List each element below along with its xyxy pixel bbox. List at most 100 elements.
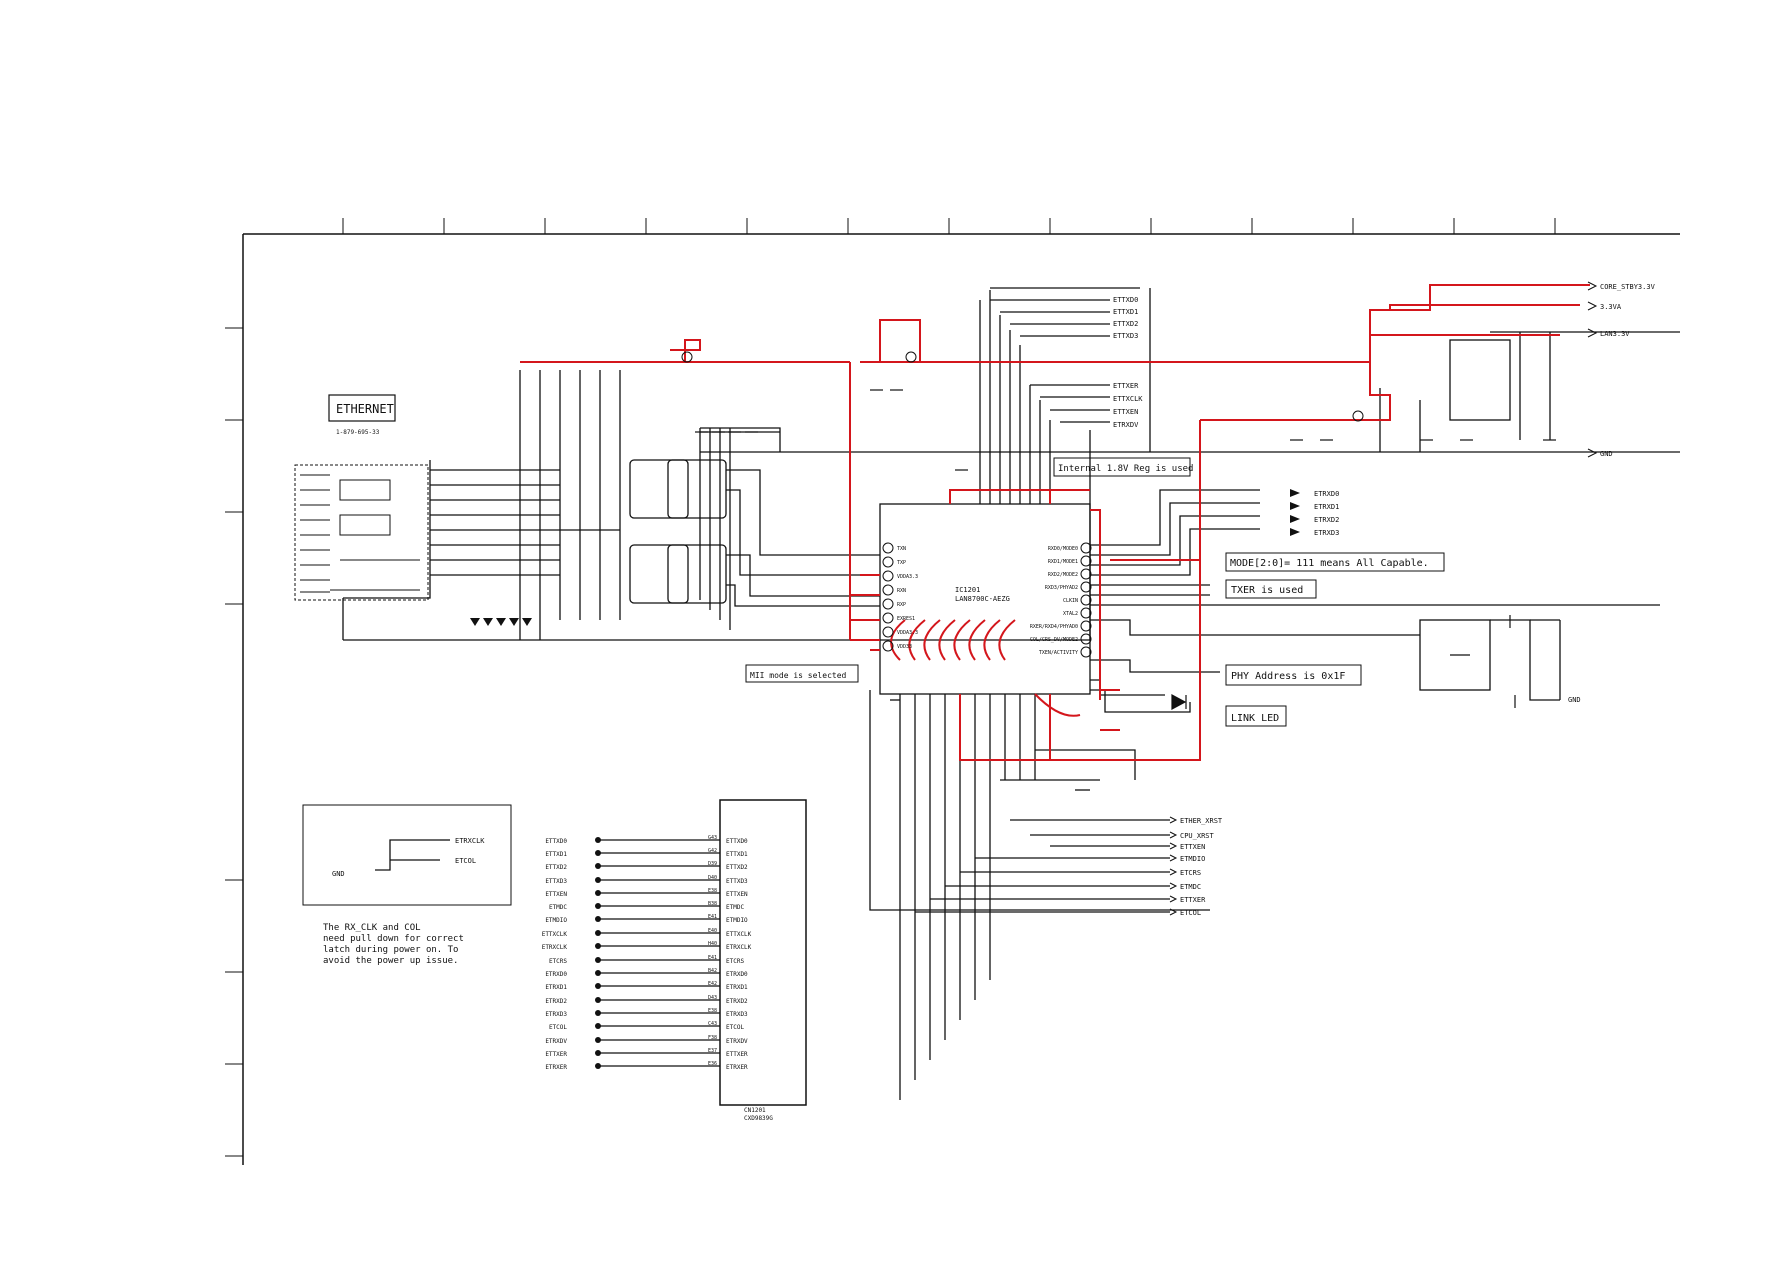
ic-pin xyxy=(1080,542,1092,554)
rx-net-label: ETRXD2 xyxy=(1314,516,1339,524)
pulldown-net-label: ETRXCLK xyxy=(455,837,485,845)
junction-dot xyxy=(595,1023,601,1029)
connector-ref: CN1201 xyxy=(744,1107,766,1114)
connector-pin-label: ETTXCLK xyxy=(726,931,752,938)
mgmt-net-label: ETTXER xyxy=(1180,896,1206,904)
ic-left-pin-label: RXP xyxy=(897,602,906,608)
power-net-label: LAN3.3V xyxy=(1600,330,1630,338)
junction-dot xyxy=(595,877,601,883)
note-link: LINK LED xyxy=(1231,713,1279,724)
junction-dot xyxy=(595,903,601,909)
net-arrow-icon xyxy=(1587,301,1598,311)
net-arrow-icon xyxy=(1169,882,1178,890)
junction-dot xyxy=(595,983,601,989)
power-net-label: 3.3VA xyxy=(1600,303,1622,311)
rj45-connector xyxy=(294,464,429,601)
connector-net-label: ETRXD1 xyxy=(545,984,567,991)
ic-pin xyxy=(1080,607,1092,619)
ic-right-pin-label: COL/CRS_DV/MODE2 xyxy=(1030,637,1078,643)
note-rxclk-1: The RX_CLK and COL xyxy=(323,923,421,933)
ic-pin xyxy=(882,626,894,638)
ic-pin xyxy=(1080,646,1092,658)
connector-net-label: ETTXD3 xyxy=(545,878,567,885)
ic-pin xyxy=(882,598,894,610)
connector-pin-number: E36 xyxy=(708,1061,717,1067)
rx-net-label: ETRXD3 xyxy=(1314,529,1339,537)
c-markers xyxy=(681,351,1364,422)
highlighted-power-traces xyxy=(520,284,1590,761)
ic-right-pin-label: CLKIN xyxy=(1063,598,1078,604)
connector-pin-label: ETRXD0 xyxy=(726,971,748,978)
connector-pin-number: E42 xyxy=(708,981,717,987)
connector-pin-number: B38 xyxy=(708,901,717,907)
connector-pin-number: G42 xyxy=(708,848,717,854)
tx-net-label: ETTXD1 xyxy=(1113,308,1138,316)
connector-net-label: ETRXCLK xyxy=(542,944,568,951)
note-rxclk-3: latch during power on. To xyxy=(323,945,458,955)
page-subtitle: 1-879-695-33 xyxy=(336,429,380,436)
connector-pin-number: F38 xyxy=(708,1035,717,1041)
junction-dot xyxy=(595,957,601,963)
ic-left-pin-label: VDD33 xyxy=(897,644,912,650)
connector-net-label: ETTXER xyxy=(545,1051,567,1058)
ctrl-net-label: ETTXCLK xyxy=(1113,395,1143,403)
connector-pin-label: ETRXDV xyxy=(726,1038,748,1045)
junction-dot xyxy=(595,890,601,896)
connector-pin-label: ETTXD1 xyxy=(726,851,748,858)
column-ticks xyxy=(342,218,1556,234)
ic-pin xyxy=(1080,594,1092,606)
connector-pin-label: ETTXD2 xyxy=(726,864,748,871)
junction-dot xyxy=(595,1063,601,1069)
ic-right-pin-label: TXEN/ACTIVITY xyxy=(1039,650,1078,656)
output-arrow-icon xyxy=(1290,502,1300,510)
note-rxclk-2: need pull down for correct xyxy=(323,934,464,944)
junction-dot xyxy=(595,863,601,869)
connector-pin-label: ETCRS xyxy=(726,958,744,965)
link-led-icon xyxy=(1171,693,1187,711)
ic-pin xyxy=(1080,581,1092,593)
ctrl-net-label: ETTXER xyxy=(1113,382,1139,390)
title-block: ETHERNET 1-879-695-33 xyxy=(328,394,396,436)
net-arrow-icon xyxy=(1169,831,1178,839)
ic-left-pin-label: VDDA3.3 xyxy=(897,574,918,580)
ic-pin xyxy=(882,570,894,582)
rx-net-label: ETRXD1 xyxy=(1314,503,1339,511)
connector-pin-label: ETRXD1 xyxy=(726,984,748,991)
connector-pin-label: ETTXER xyxy=(726,1051,748,1058)
tx-net-label: ETTXD2 xyxy=(1113,320,1138,328)
note-txer: TXER is used xyxy=(1231,585,1303,596)
ic-pin xyxy=(882,612,894,624)
connector-net-label: ETCOL xyxy=(549,1024,567,1031)
connector-net-label: ETMDC xyxy=(549,904,567,911)
connector-left-nets: ETTXD0ETTXD1ETTXD2ETTXD3ETTXENETMDCETMDI… xyxy=(542,837,601,1071)
junction-dot xyxy=(595,930,601,936)
pulldown-gnd: GND xyxy=(332,870,345,878)
note-internal-reg: Internal 1.8V Reg is used xyxy=(1058,464,1193,474)
tx-net-label: ETTXD0 xyxy=(1113,296,1138,304)
power-net-label: GND xyxy=(1600,450,1613,458)
connector-net-label: ETCRS xyxy=(549,958,567,965)
tvs-diodes xyxy=(470,618,532,626)
connector-net-label: ETRXD2 xyxy=(545,998,567,1005)
page-title: ETHERNET xyxy=(336,402,394,416)
rx-net-label: ETRXD0 xyxy=(1314,490,1339,498)
connector-pin-label: ETMDC xyxy=(726,904,744,911)
ic-part: LAN8700C-AEZG xyxy=(955,595,1010,603)
ic-left-pin-label: EXRES1 xyxy=(897,616,915,622)
net-arrow-icon xyxy=(1169,895,1178,903)
mgmt-net-labels: ETHER_XRSTCPU_XRSTETTXENETMDIOETCRSETMDC… xyxy=(1169,816,1223,917)
row-ticks xyxy=(225,327,243,1157)
connector-net-label: ETTXD2 xyxy=(545,864,567,871)
crystal-gnd: GND xyxy=(1568,696,1581,704)
connector-pin-number: E41 xyxy=(708,914,717,920)
connector-pin-label: ETTXD0 xyxy=(726,838,748,845)
junction-dot xyxy=(595,1037,601,1043)
mgmt-net-label: ETMDIO xyxy=(1180,855,1205,863)
ctrl-net-label: ETRXDV xyxy=(1113,421,1139,429)
junction-dot xyxy=(595,1010,601,1016)
ic-pin xyxy=(1080,555,1092,567)
net-arrow-icon xyxy=(1587,281,1598,291)
